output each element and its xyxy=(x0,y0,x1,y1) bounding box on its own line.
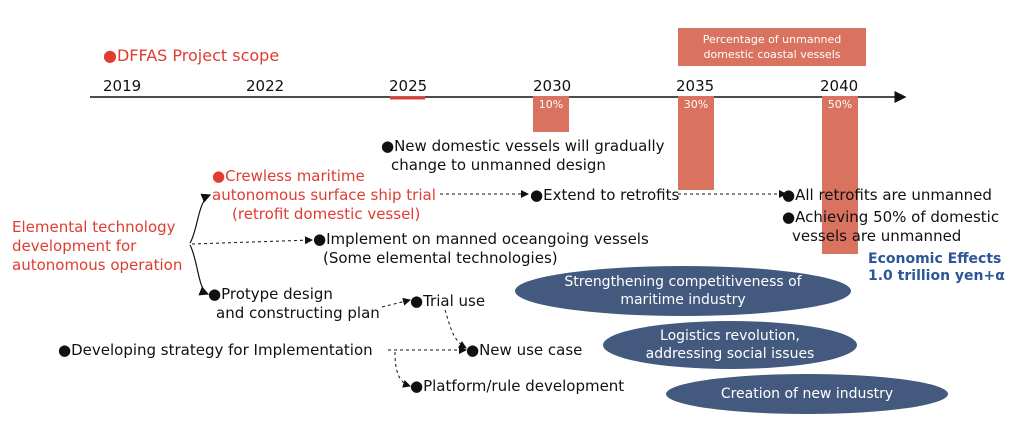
year-2022: 2022 xyxy=(246,77,285,95)
achieving-line-2: vessels are unmanned xyxy=(792,227,962,245)
branch-curve-up xyxy=(189,193,212,244)
prototype-line-1: ●Protype design xyxy=(208,285,333,303)
year-2035: 2035 xyxy=(676,77,715,95)
all-retrofits-unmanned: ●All retrofits are unmanned xyxy=(782,186,992,204)
prototype-design: ●Protype design and constructing plan xyxy=(208,285,380,323)
crewless-line-3: (retrofit domestic vessel) xyxy=(232,205,421,223)
elemental-technology: Elemental technology development for aut… xyxy=(12,218,183,274)
effect-logistics: Logistics revolution, addressing social … xyxy=(603,321,857,369)
prototype-line-2: and constructing plan xyxy=(216,304,380,322)
extend-retrofits: ●Extend to retrofits xyxy=(530,186,680,204)
arrow-strategy-platform xyxy=(394,351,411,388)
platform-rule-development: ●Platform/rule development xyxy=(410,377,625,395)
bar-2040: 50% xyxy=(822,96,858,254)
bar-label-2035: 30% xyxy=(683,98,709,111)
new-domestic-line-1: ●New domestic vessels will gradually xyxy=(381,137,665,155)
arrow-prototype-trial xyxy=(381,297,411,308)
implement-line-2: (Some elemental technologies) xyxy=(323,249,558,267)
effect-competitiveness-text: Strengthening competitiveness of maritim… xyxy=(564,274,802,308)
branch-curve-down xyxy=(189,244,210,296)
developing-strategy: ●Developing strategy for Implementation xyxy=(58,341,373,359)
arrow-trial-usecase xyxy=(444,309,467,349)
implement-line-1: ●Implement on manned oceangoing vessels xyxy=(313,230,649,248)
year-2025: 2025 xyxy=(389,77,428,95)
project-scope-title: ●DFFAS Project scope xyxy=(103,46,280,65)
economic-effects: Economic Effects 1.0 trillion yen+α xyxy=(868,251,1005,285)
bar-2035: 30% xyxy=(678,96,714,190)
new-domestic-line-2: change to unmanned design xyxy=(391,156,606,174)
year-2030: 2030 xyxy=(533,77,572,95)
crewless-trial: ●Crewless maritime autonomous surface sh… xyxy=(212,167,436,224)
bar-label-2040: 50% xyxy=(827,98,853,111)
legend-text: Percentage of unmanned domestic coastal … xyxy=(702,33,842,61)
effect-new-industry-text: Creation of new industry xyxy=(720,386,894,402)
year-2040: 2040 xyxy=(820,77,859,95)
economic-effects-value: 1.0 trillion yen+α xyxy=(868,268,1005,284)
crewless-line-2: autonomous surface ship trial xyxy=(212,186,436,204)
implement-oceangoing: ●Implement on manned oceangoing vessels … xyxy=(313,230,649,268)
effect-new-industry: Creation of new industry xyxy=(666,374,948,414)
trial-use: ●Trial use xyxy=(410,292,486,310)
new-use-case: ●New use case xyxy=(466,341,583,359)
new-domestic-vessels: ●New domestic vessels will gradually cha… xyxy=(381,137,665,175)
bar-label-2030: 10% xyxy=(538,98,564,111)
effect-logistics-text: Logistics revolution, addressing social … xyxy=(645,328,815,362)
achieving-line-1: ●Achieving 50% of domestic xyxy=(782,208,1000,226)
crewless-line-1: ●Crewless maritime xyxy=(212,167,365,185)
economic-effects-title: Economic Effects xyxy=(868,251,1002,267)
achieving-50-percent: ●Achieving 50% of domestic vessels are u… xyxy=(782,208,999,246)
year-2019: 2019 xyxy=(103,77,142,95)
bar-2030: 10% xyxy=(533,96,569,132)
effect-competitiveness: Strengthening competitiveness of maritim… xyxy=(515,266,851,316)
branch-middle xyxy=(191,236,313,245)
legend-box: Percentage of unmanned domestic coastal … xyxy=(678,28,866,66)
